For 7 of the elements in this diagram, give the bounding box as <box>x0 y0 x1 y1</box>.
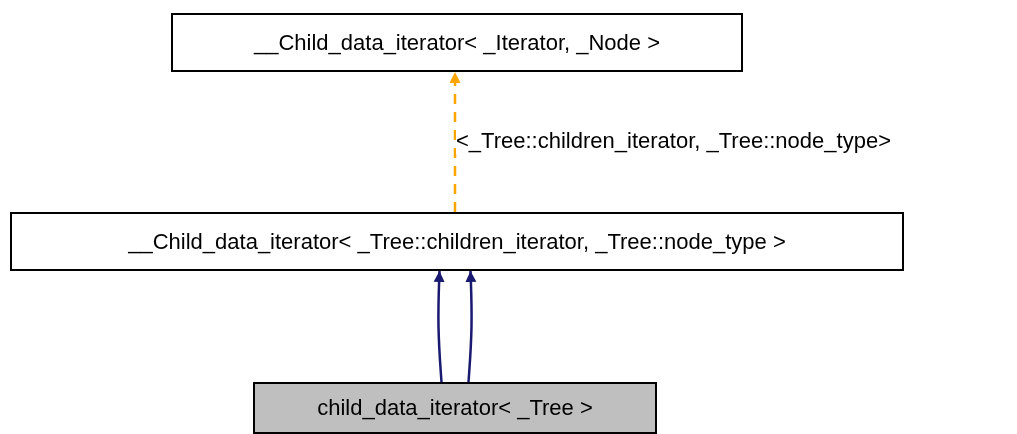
edge-label: <_Tree::children_iterator, _Tree::node_type> <box>456 128 891 154</box>
class-box: __Child_data_iterator< _Iterator, _Node > <box>171 13 743 72</box>
class-box: child_data_iterator< _Tree > <box>253 382 657 434</box>
inheritance-arrow <box>449 72 461 212</box>
inheritance-arrow <box>465 270 477 383</box>
inheritance-arrow <box>433 270 445 383</box>
class-box: __Child_data_iterator< _Tree::children_iterator, _Tree::node_type > <box>10 212 904 271</box>
